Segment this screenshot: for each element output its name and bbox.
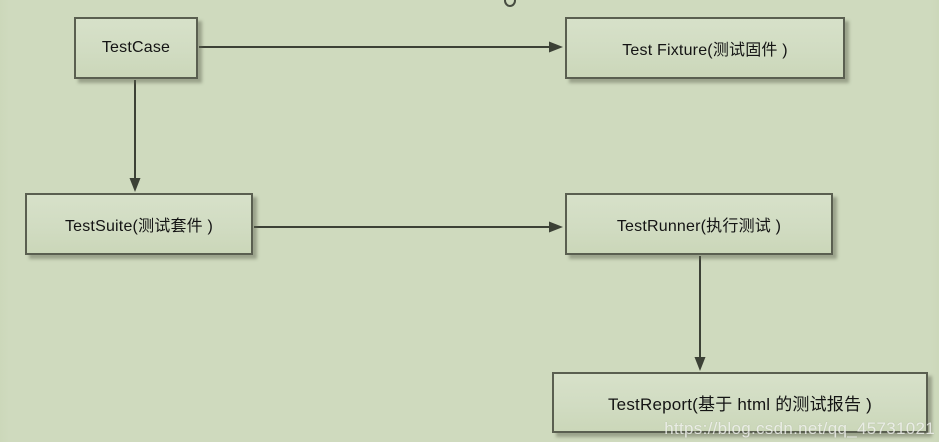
node-testcase: TestCase	[74, 17, 198, 79]
arrow-testsuite-to-testrunner	[254, 221, 563, 233]
node-testreport-label: TestReport(基于 html 的测试报告 )	[607, 395, 872, 414]
node-testreport: TestReport(基于 html 的测试报告 )	[552, 372, 928, 433]
cropped-title-glyph	[504, 0, 516, 7]
node-testsuite-label: TestSuite(测试套件 )	[64, 218, 214, 235]
node-test-fixture: Test Fixture(测试固件 )	[565, 17, 845, 79]
arrow-testcase-to-testsuite	[129, 80, 141, 192]
node-testrunner-label: TestRunner(执行测试 )	[616, 218, 782, 235]
node-test-fixture-label: Test Fixture(测试固件 )	[622, 42, 788, 59]
node-testrunner: TestRunner(执行测试 )	[565, 193, 833, 255]
arrow-testcase-to-testfixture	[199, 41, 563, 53]
watermark: https://blog.csdn.net/qq_45731021	[664, 419, 935, 438]
node-testcase-label: TestCase	[101, 39, 171, 56]
arrow-testrunner-to-testreport	[694, 256, 706, 371]
node-testsuite: TestSuite(测试套件 )	[25, 193, 253, 255]
